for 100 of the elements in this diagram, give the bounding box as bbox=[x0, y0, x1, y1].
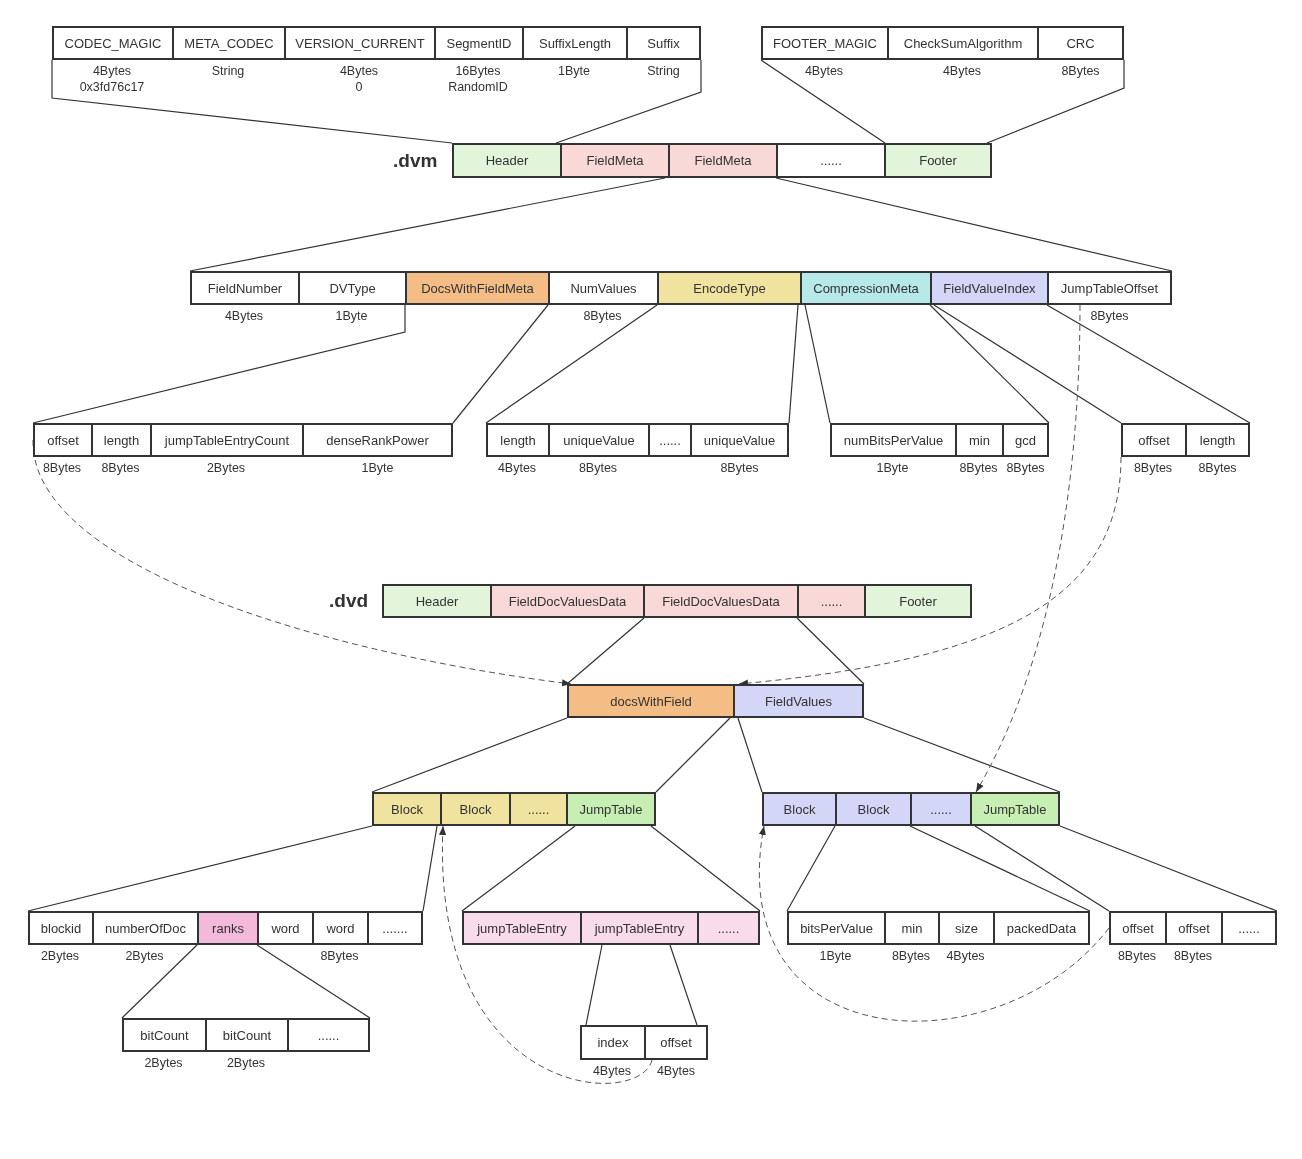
byte-size-label: 0 bbox=[355, 79, 363, 95]
byte-size-label: 1Byte bbox=[335, 308, 368, 324]
field-name: EncodeType bbox=[693, 280, 766, 296]
connector-line bbox=[929, 304, 1050, 424]
field-name: offset bbox=[1138, 432, 1170, 448]
connector-line bbox=[1046, 304, 1251, 424]
field-name: CheckSumAlgorithm bbox=[903, 35, 1023, 51]
field-cell bbox=[830, 423, 955, 457]
field-name: offset bbox=[1178, 920, 1210, 936]
field-name: ...... bbox=[930, 801, 952, 817]
byte-size-label: 8Bytes bbox=[1006, 460, 1045, 476]
field-name: length bbox=[500, 432, 536, 448]
field-cell bbox=[452, 143, 560, 178]
field-cell bbox=[548, 423, 648, 457]
field-name: JumpTable bbox=[983, 801, 1047, 817]
field-name: blockid bbox=[40, 920, 82, 936]
connector-line bbox=[32, 304, 406, 424]
field-name: SegmentID bbox=[446, 35, 512, 51]
field-name: ...... bbox=[317, 1027, 340, 1043]
field-name: Suffix bbox=[647, 35, 680, 51]
connector-line bbox=[933, 304, 1122, 424]
byte-size-label: RandomID bbox=[448, 79, 508, 95]
field-cell bbox=[884, 911, 938, 945]
field-cell bbox=[887, 26, 1037, 60]
field-name: jumpTableEntryCount bbox=[164, 432, 290, 448]
byte-size-label: 1Byte bbox=[558, 63, 590, 79]
field-cell bbox=[567, 684, 733, 718]
byte-size-label: 8Bytes bbox=[1117, 948, 1157, 964]
field-cell bbox=[522, 26, 626, 60]
field-name: ...... bbox=[820, 593, 843, 609]
field-name: FOOTER_MAGIC bbox=[773, 35, 877, 51]
byte-size-label: 8Bytes bbox=[320, 948, 359, 964]
field-name: Header bbox=[415, 593, 459, 609]
field-cell bbox=[486, 423, 548, 457]
byte-size-label: 0x3fd76c17 bbox=[79, 79, 145, 95]
dashed-arrow bbox=[758, 825, 1110, 1022]
field-name: FieldDocValuesData bbox=[508, 593, 627, 609]
field-cell bbox=[462, 911, 580, 945]
field-cell bbox=[910, 792, 970, 826]
field-cell bbox=[372, 792, 440, 826]
field-name: FieldMeta bbox=[694, 153, 752, 168]
byte-size-label: 4Bytes bbox=[339, 63, 379, 79]
field-name: bitCount bbox=[140, 1027, 189, 1043]
field-name: packedData bbox=[1006, 920, 1077, 936]
field-name: uniqueValue bbox=[703, 432, 776, 448]
field-name: bitCount bbox=[222, 1027, 272, 1043]
dashed-arrow bbox=[738, 456, 1122, 687]
field-name: offset bbox=[47, 432, 79, 448]
field-cell bbox=[762, 792, 835, 826]
field-name: docsWithField bbox=[610, 693, 692, 709]
file-extension-label: .dvd bbox=[329, 590, 369, 612]
field-cell bbox=[190, 271, 298, 305]
connector-line bbox=[1059, 825, 1278, 912]
field-name: length bbox=[1199, 432, 1236, 448]
field-name: numberOfDoc bbox=[105, 920, 186, 936]
field-cell bbox=[626, 26, 701, 60]
connector-line bbox=[256, 944, 371, 1019]
byte-size-label: 2Bytes bbox=[125, 948, 164, 964]
connector-line bbox=[485, 304, 658, 424]
byte-size-label: 4Bytes bbox=[942, 63, 982, 79]
field-cell bbox=[1037, 26, 1124, 60]
field-name: ...... bbox=[659, 432, 681, 448]
connector-line bbox=[51, 59, 453, 144]
byte-size-label: 8Bytes bbox=[1198, 460, 1237, 476]
field-cell bbox=[580, 1025, 644, 1060]
connector-line bbox=[669, 944, 698, 1026]
field-name: SuffixLength bbox=[538, 35, 611, 51]
byte-size-label: 8Bytes bbox=[1090, 308, 1129, 324]
field-name: Block bbox=[783, 801, 816, 817]
connector-line bbox=[566, 617, 645, 685]
byte-size-label: 8Bytes bbox=[578, 460, 618, 476]
field-cell bbox=[298, 271, 405, 305]
field-cell bbox=[92, 911, 197, 945]
field-name: Footer bbox=[919, 153, 957, 168]
connector-line bbox=[189, 177, 666, 272]
field-cell bbox=[580, 911, 697, 945]
file-extension-label: .dvm bbox=[393, 150, 438, 172]
field-cell bbox=[648, 423, 690, 457]
field-name: jumpTableEntry bbox=[594, 920, 685, 936]
connector-line bbox=[786, 825, 836, 912]
field-cell bbox=[1109, 911, 1165, 945]
field-cell bbox=[690, 423, 789, 457]
byte-size-label: 1Byte bbox=[361, 460, 394, 476]
byte-size-label: 1Byte bbox=[819, 948, 852, 964]
field-name: Header bbox=[485, 153, 529, 168]
field-cell bbox=[312, 911, 367, 945]
field-name: Block bbox=[857, 801, 890, 817]
byte-size-label: 4Bytes bbox=[656, 1063, 696, 1079]
field-cell bbox=[800, 271, 930, 305]
field-name: Block bbox=[459, 801, 492, 817]
field-name: FieldDocValuesData bbox=[662, 593, 780, 609]
field-name: DVType bbox=[329, 280, 376, 296]
field-cell bbox=[284, 26, 434, 60]
connector-line bbox=[650, 825, 761, 912]
connector-line bbox=[796, 617, 865, 685]
field-name: ...... bbox=[1238, 920, 1260, 936]
field-cell bbox=[91, 423, 150, 457]
field-name: ...... bbox=[820, 153, 842, 168]
field-cell bbox=[787, 911, 884, 945]
field-cell bbox=[930, 271, 1047, 305]
